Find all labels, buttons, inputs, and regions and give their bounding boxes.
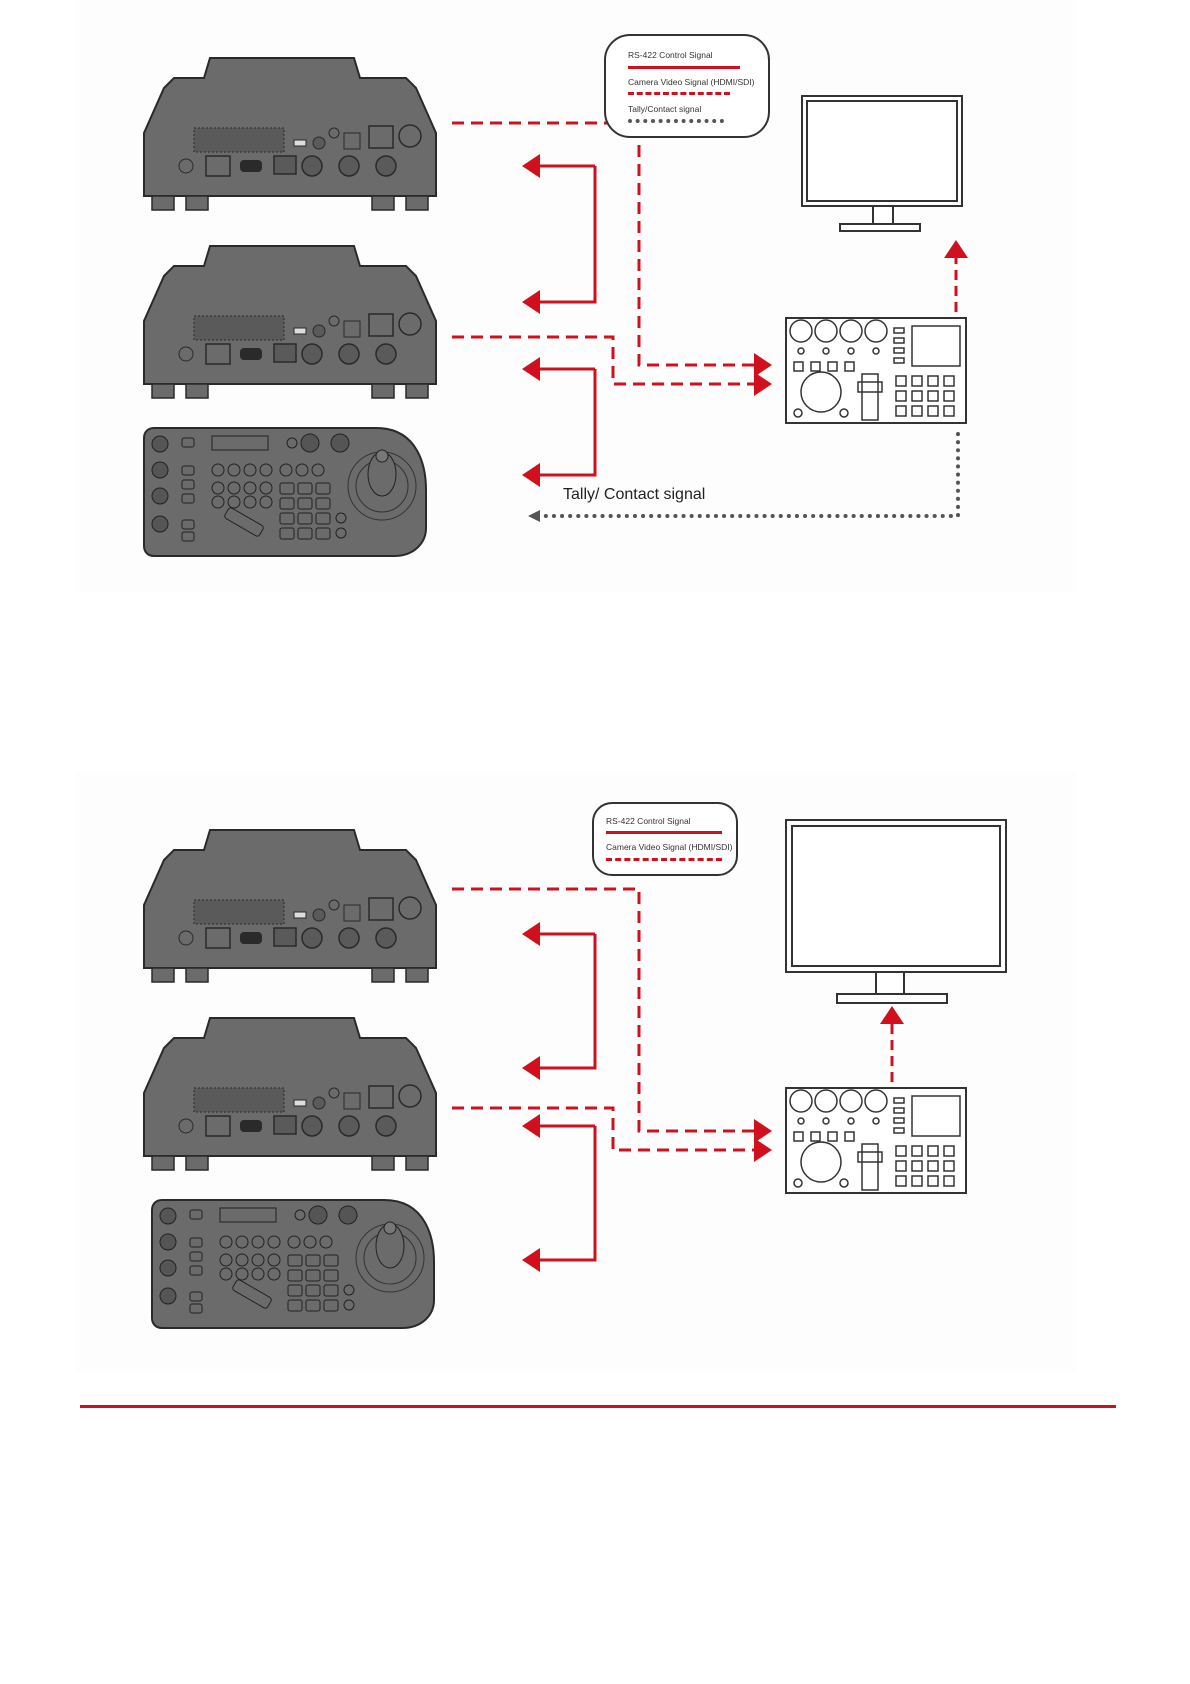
legend-rs422-label: RS-422 Control Signal: [628, 50, 713, 60]
camera-1: [144, 58, 436, 210]
rs422-solid-1: [528, 166, 595, 302]
video-switcher: [786, 1088, 966, 1193]
video-line-camera2: [452, 337, 766, 384]
rs422-solid-1: [528, 934, 595, 1068]
legend-video-label: Camera Video Signal (HDMI/SDI): [606, 842, 732, 852]
diagram-2: RS-422 Control Signal Camera Video Signa…: [76, 772, 1076, 1372]
legend-rs422-label: RS-422 Control Signal: [606, 816, 691, 826]
legend-rs422-swatch: [606, 831, 722, 834]
diagram-2-canvas: [76, 772, 1076, 1372]
rs422-solid-2: [528, 1126, 595, 1260]
video-line-camera1: [452, 123, 766, 365]
legend-video-label: Camera Video Signal (HDMI/SDI): [628, 77, 754, 87]
camera-2: [144, 1018, 436, 1170]
legend-1: RS-422 Control Signal Camera Video Signa…: [604, 34, 770, 138]
ptz-controller-keyboard: [152, 1200, 434, 1328]
monitor: [802, 96, 962, 231]
legend-2: RS-422 Control Signal Camera Video Signa…: [592, 802, 738, 876]
diagram-1: RS-422 Control Signal Camera Video Signa…: [76, 0, 1076, 592]
legend-video-swatch: [606, 858, 722, 861]
camera-1: [144, 830, 436, 982]
rs422-solid-2: [528, 369, 595, 475]
video-line-camera2: [452, 1108, 766, 1150]
ptz-controller-keyboard: [144, 428, 426, 556]
legend-video-swatch: [628, 92, 730, 95]
tally-arrow-icon: [528, 510, 540, 522]
legend-rs422-swatch: [628, 66, 740, 69]
section-divider: [80, 1405, 1116, 1408]
tally-signal-label: Tally/ Contact signal: [563, 486, 705, 504]
monitor: [786, 820, 1006, 1003]
camera-2: [144, 246, 436, 398]
legend-tally-swatch: [628, 119, 724, 123]
video-switcher: [786, 318, 966, 423]
video-line-camera1: [452, 889, 766, 1131]
legend-tally-label: Tally/Contact signal: [628, 104, 701, 114]
